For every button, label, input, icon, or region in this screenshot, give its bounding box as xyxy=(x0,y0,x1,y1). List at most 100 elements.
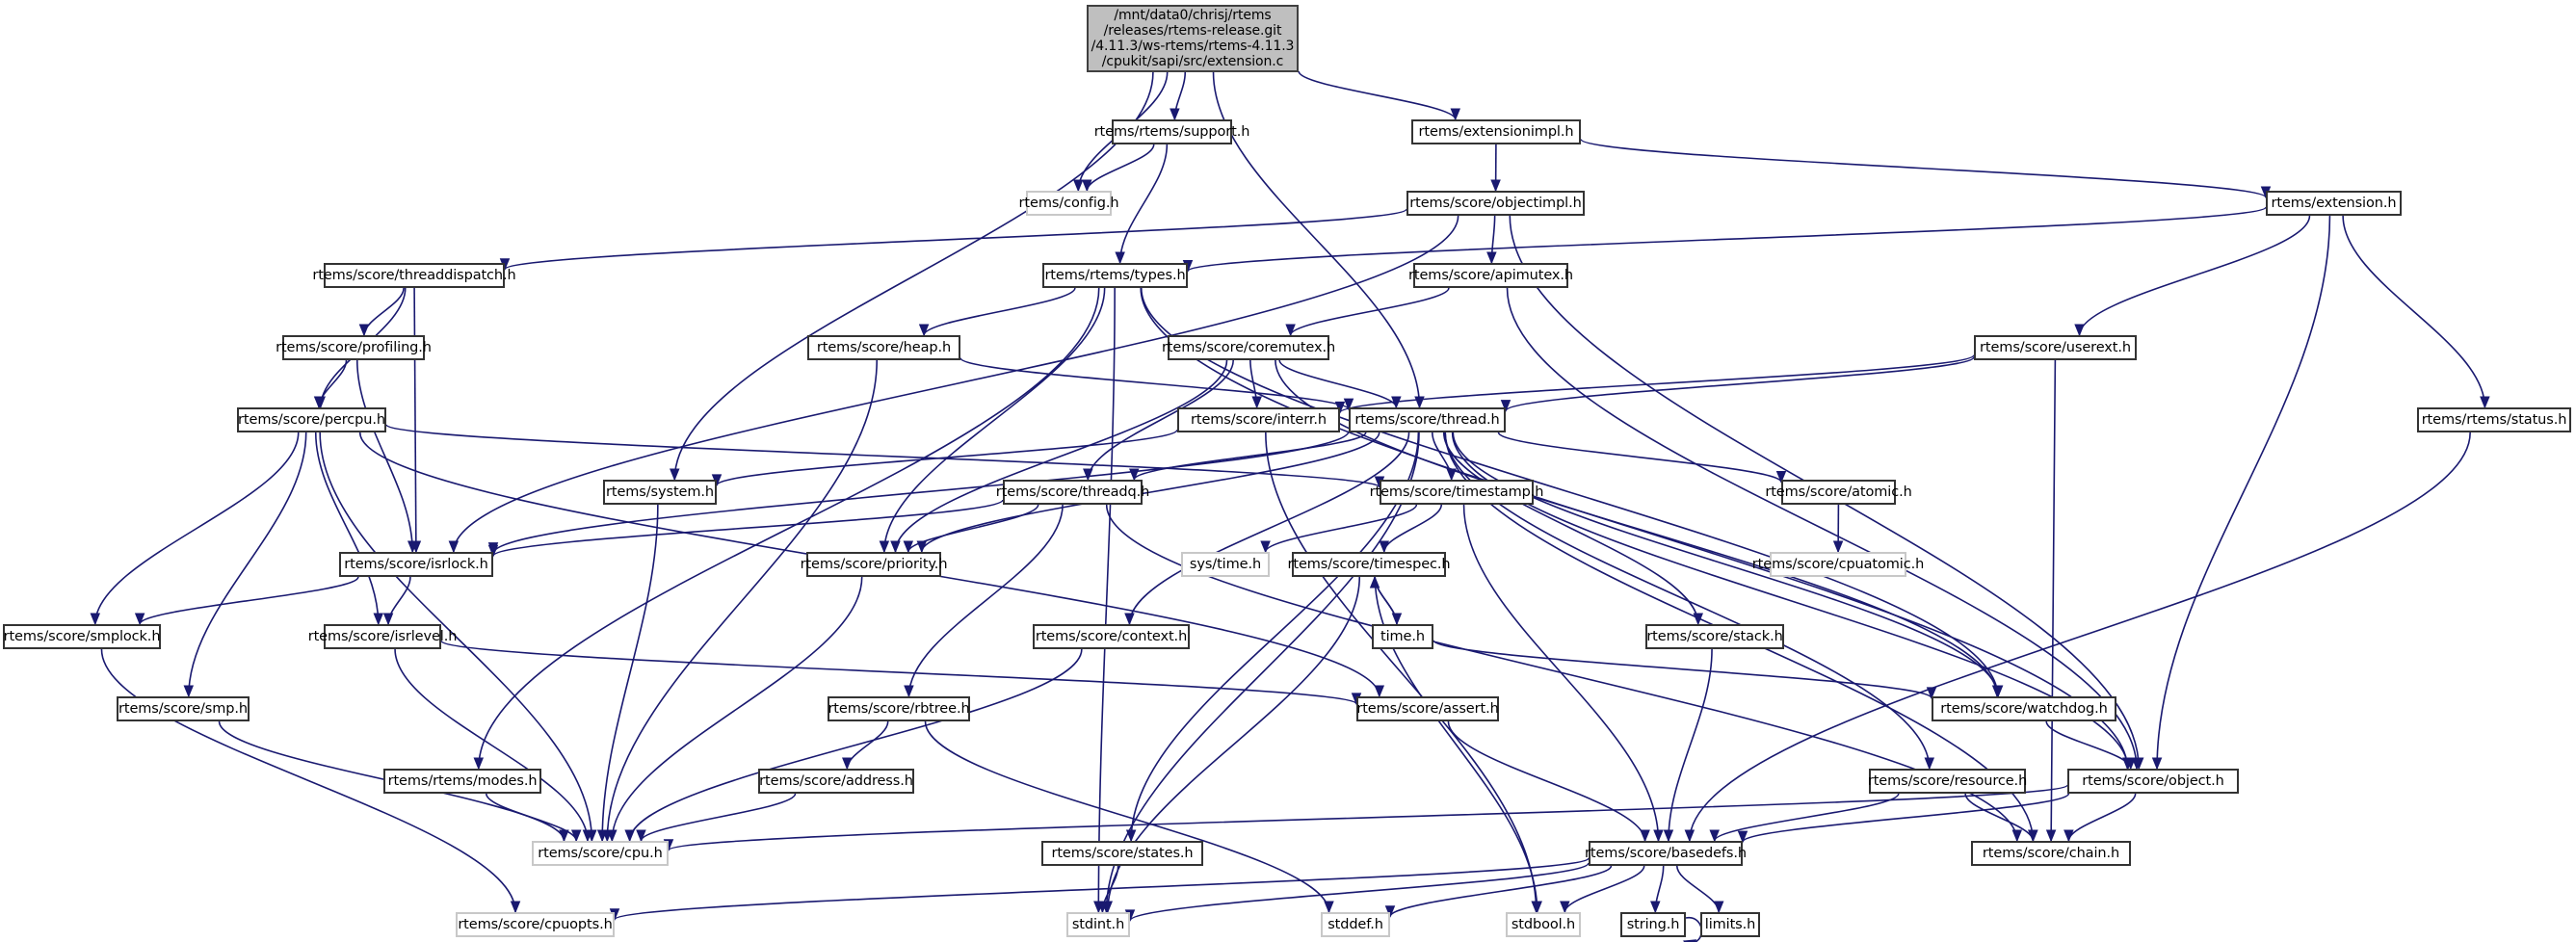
node-object[interactable]: rtems/score/object.h xyxy=(2067,769,2239,794)
node-string[interactable]: string.h xyxy=(1620,912,1686,937)
edge-rbtree-to-stddef xyxy=(924,720,1334,914)
node-modes[interactable]: rtems/rtems/modes.h xyxy=(383,769,541,794)
edge-objectimpl-to-isrlock xyxy=(448,215,1459,554)
node-context[interactable]: rtems/score/context.h xyxy=(1033,624,1190,649)
edge-object-to-cpu xyxy=(663,784,2068,852)
arrowhead-icon xyxy=(1992,685,2004,698)
edge-support-to-config xyxy=(1082,144,1155,193)
edge-context-to-cpu xyxy=(624,648,1083,843)
arrowhead-icon xyxy=(1251,396,1262,409)
node-userext[interactable]: rtems/score/userext.h xyxy=(1974,335,2137,360)
arrowhead-icon xyxy=(1446,468,1457,482)
node-stdbool[interactable]: stdbool.h xyxy=(1506,912,1581,937)
node-extensionimpl[interactable]: rtems/extensionimpl.h xyxy=(1411,119,1581,144)
edge-threadq-to-isrlock xyxy=(487,499,1004,558)
arrowhead-icon xyxy=(2151,757,2163,771)
node-config[interactable]: rtems/config.h xyxy=(1019,191,1119,216)
node-timeh[interactable]: time.h xyxy=(1372,624,1433,649)
node-limits[interactable]: limits.h xyxy=(1700,912,1760,937)
arrowhead-icon xyxy=(1709,829,1720,843)
node-cpu[interactable]: rtems/score/cpu.h xyxy=(532,841,669,866)
edge-userext-to-chain xyxy=(2045,359,2057,843)
node-watchdog[interactable]: rtems/score/watchdog.h xyxy=(1932,696,2116,721)
node-apimutex[interactable]: rtems/score/apimutex.h xyxy=(1408,263,1573,288)
node-isrlock[interactable]: rtems/score/isrlock.h xyxy=(339,552,493,577)
node-cpuopts[interactable]: rtems/score/cpuopts.h xyxy=(456,912,615,937)
arrowhead-icon xyxy=(1334,401,1346,414)
edge-string-to-string xyxy=(1682,917,1703,942)
node-system[interactable]: rtems/system.h xyxy=(603,480,717,505)
edge-types-to-priority xyxy=(879,287,1106,554)
node-threadq[interactable]: rtems/score/threadq.h xyxy=(996,480,1149,505)
node-resource[interactable]: rtems/score/resource.h xyxy=(1868,769,2027,794)
node-types[interactable]: rtems/rtems/types.h xyxy=(1042,263,1188,288)
edge-timespec-to-stdbool xyxy=(1374,576,1542,914)
arrowhead-icon xyxy=(1653,829,1664,843)
arrowhead-icon xyxy=(1490,179,1501,193)
edge-smplock-to-cpuopts xyxy=(100,648,521,914)
edge-types-to-modes xyxy=(473,287,1100,771)
edge-thread-to-timestamp xyxy=(1431,432,1457,482)
arrowhead-icon xyxy=(904,685,914,698)
node-interr[interactable]: rtems/score/interr.h xyxy=(1177,407,1340,432)
arrowhead-icon xyxy=(1170,108,1180,121)
node-smplock[interactable]: rtems/score/smplock.h xyxy=(3,624,161,649)
edge-percpu-to-smp xyxy=(183,432,307,698)
edge-atomic-to-cpuatomic xyxy=(1832,504,1844,554)
edge-extension-to-types xyxy=(1182,206,2267,273)
node-threaddispatch[interactable]: rtems/score/threaddispatch.h xyxy=(312,263,516,288)
node-stdint[interactable]: stdint.h xyxy=(1066,912,1130,937)
node-isrlevel[interactable]: rtems/score/isrlevel.h xyxy=(308,624,457,649)
arrowhead-icon xyxy=(510,901,521,914)
arrowhead-icon xyxy=(1684,829,1695,843)
edge-timestamp-to-basedefs xyxy=(1462,504,1664,843)
node-rbtree[interactable]: rtems/score/rbtree.h xyxy=(828,696,970,721)
node-coremutex[interactable]: rtems/score/coremutex.h xyxy=(1162,335,1335,360)
node-priority[interactable]: rtems/score/priority.h xyxy=(801,552,948,577)
edge-coremutex-to-priority xyxy=(890,359,1228,554)
edge-isrlevel-to-cpu xyxy=(394,648,593,843)
node-objectimpl[interactable]: rtems/score/objectimpl.h xyxy=(1406,191,1585,216)
arrowhead-icon xyxy=(903,540,914,554)
edge-timestamp-to-systime xyxy=(1260,504,1418,554)
edge-apimutex-to-coremutex xyxy=(1285,287,1450,337)
arrowhead-icon xyxy=(1097,901,1108,914)
node-stack[interactable]: rtems/score/stack.h xyxy=(1645,624,1784,649)
node-systime[interactable]: sys/time.h xyxy=(1181,552,1270,577)
arrowhead-icon xyxy=(636,829,646,843)
arrowhead-icon xyxy=(313,396,325,409)
edge-isrlock-to-isrlevel xyxy=(382,576,411,626)
edge-profiling-to-percpu xyxy=(313,359,348,409)
node-chain[interactable]: rtems/score/chain.h xyxy=(1971,841,2131,866)
node-timespec[interactable]: rtems/score/timespec.h xyxy=(1288,552,1451,577)
edge-threadq-to-priority xyxy=(903,504,1039,554)
arrowhead-icon xyxy=(2480,396,2490,409)
node-heap[interactable]: rtems/score/heap.h xyxy=(807,335,960,360)
arrowhead-icon xyxy=(2045,829,2057,843)
node-extension[interactable]: rtems/extension.h xyxy=(2266,191,2402,216)
arrowhead-icon xyxy=(2125,757,2137,771)
node-smp[interactable]: rtems/score/smp.h xyxy=(117,696,250,721)
node-status[interactable]: rtems/rtems/status.h xyxy=(2417,407,2571,432)
node-stddef[interactable]: stddef.h xyxy=(1321,912,1390,937)
node-percpu[interactable]: rtems/score/percpu.h xyxy=(237,407,386,432)
node-profiling[interactable]: rtems/score/profiling.h xyxy=(276,335,432,360)
node-basedefs[interactable]: rtems/score/basedefs.h xyxy=(1585,841,1747,866)
node-cpuatomic[interactable]: rtems/score/cpuatomic.h xyxy=(1752,552,1924,577)
node-address[interactable]: rtems/score/address.h xyxy=(758,769,914,794)
edge-thread-to-atomic xyxy=(1497,432,1787,484)
node-timestamp[interactable]: rtems/score/timestamp.h xyxy=(1370,480,1543,505)
edge-isrlevel-to-assert xyxy=(440,640,1362,706)
node-thread[interactable]: rtems/score/thread.h xyxy=(1349,407,1506,432)
node-assert[interactable]: rtems/score/assert.h xyxy=(1356,696,1499,721)
node-support[interactable]: rtems/rtems/support.h xyxy=(1094,119,1249,144)
arrowhead-icon xyxy=(879,540,890,554)
node-states[interactable]: rtems/score/states.h xyxy=(1041,841,1203,866)
arrowhead-icon xyxy=(487,544,499,558)
edge-userext-to-thread xyxy=(1500,355,1975,412)
arrowhead-icon xyxy=(1924,757,1935,771)
node-atomic[interactable]: rtems/score/atomic.h xyxy=(1765,480,1912,505)
edge-watchdog-to-object xyxy=(2045,720,2137,771)
root-file-node: /mnt/data0/chrisj/rtems /releases/rtems-… xyxy=(1087,5,1299,72)
edge-extension-to-userext xyxy=(2074,215,2311,337)
